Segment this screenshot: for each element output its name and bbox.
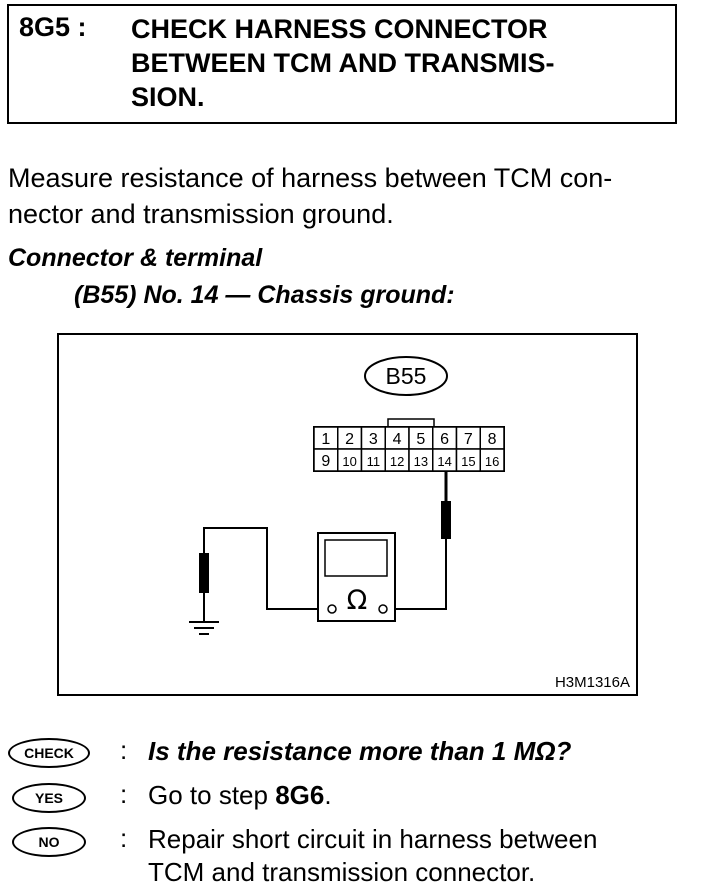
terminal-label: 4 bbox=[393, 431, 402, 448]
ohm-symbol: Ω bbox=[347, 585, 368, 616]
terminal-cell bbox=[479, 448, 505, 472]
yes-badge: YES bbox=[12, 783, 86, 813]
instruction-line-1: Measure resistance of harness between TC… bbox=[8, 163, 613, 193]
terminal-label: 1 bbox=[321, 431, 330, 448]
terminal-label: 14 bbox=[437, 454, 451, 469]
no-answer-line-2: TCM and transmission connector. bbox=[148, 857, 536, 887]
no-colon: : bbox=[120, 823, 128, 853]
terminal-label: 5 bbox=[416, 431, 425, 448]
terminal-label: 12 bbox=[390, 454, 404, 469]
connector-detail: (B55) No. 14 — Chassis ground: bbox=[74, 281, 455, 309]
step-id: 8G5 : bbox=[19, 12, 87, 42]
check-question: Is the resistance more than 1 MΩ? bbox=[148, 736, 572, 766]
instruction-text: Measure resistance of harness between TC… bbox=[8, 160, 698, 232]
yes-suffix: . bbox=[324, 780, 332, 810]
yes-answer: Go to step 8G6. bbox=[148, 779, 332, 812]
step-title: CHECK HARNESS CONNECTOR BETWEEN TCM AND … bbox=[131, 12, 651, 114]
terminal-label: 2 bbox=[345, 431, 354, 448]
terminal-label: 13 bbox=[414, 454, 428, 469]
terminal-label: 16 bbox=[485, 454, 499, 469]
ohmmeter: Ω bbox=[317, 532, 396, 622]
step-title-line-2: BETWEEN TCM AND TRANSMIS- bbox=[131, 48, 555, 78]
check-colon: : bbox=[120, 735, 128, 765]
terminal-label: 6 bbox=[440, 431, 449, 448]
check-badge: CHECK bbox=[8, 738, 90, 768]
probe-negative bbox=[199, 553, 209, 593]
connector-heading: Connector & terminal bbox=[8, 244, 263, 272]
terminal-label: 7 bbox=[464, 431, 473, 448]
figure-code: H3M1316A bbox=[555, 674, 630, 691]
yes-prefix: Go to step bbox=[148, 780, 276, 810]
instruction-line-2: nector and transmission ground. bbox=[8, 199, 394, 229]
terminal-label: 9 bbox=[321, 453, 330, 470]
step-title-line-3: SION. bbox=[131, 82, 205, 112]
terminal-label: 11 bbox=[367, 454, 381, 469]
no-answer-line-1: Repair short circuit in harness between bbox=[148, 824, 598, 854]
yes-colon: : bbox=[120, 779, 128, 809]
terminal-label: 8 bbox=[488, 431, 497, 448]
probe-positive bbox=[441, 501, 451, 539]
connector-name-label: B55 bbox=[386, 363, 427, 389]
step-header-box: 8G5 : CHECK HARNESS CONNECTOR BETWEEN TC… bbox=[7, 4, 677, 124]
ground-symbol bbox=[189, 621, 219, 635]
terminal-label: 3 bbox=[369, 431, 378, 448]
no-answer: Repair short circuit in harness between … bbox=[148, 823, 597, 889]
no-badge: NO bbox=[12, 827, 86, 857]
terminal-label: 15 bbox=[461, 454, 475, 469]
yes-step-link[interactable]: 8G6 bbox=[275, 780, 325, 810]
terminal-label: 10 bbox=[342, 454, 356, 469]
step-title-line-1: CHECK HARNESS CONNECTOR bbox=[131, 14, 548, 44]
